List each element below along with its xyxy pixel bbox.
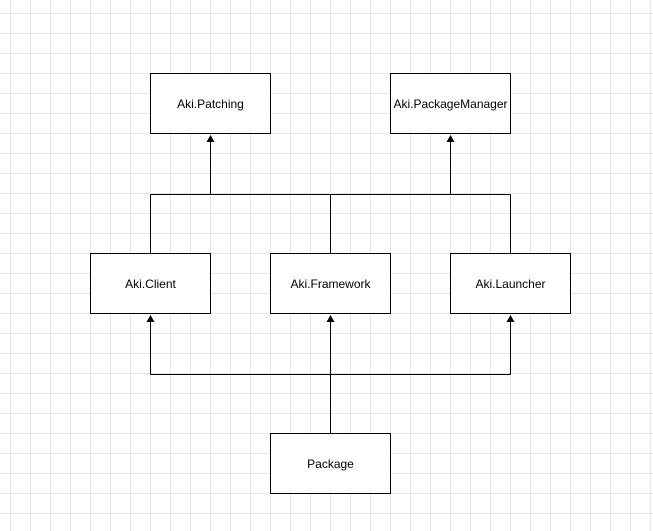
node-label: Aki.Patching [177,96,244,111]
node-label: Aki.Client [125,276,176,291]
node-aki-patching[interactable]: Aki.Patching [150,73,271,134]
node-label: Aki.Launcher [475,276,546,291]
node-label: Aki.PackageManager [393,96,508,111]
node-label: Package [307,456,354,471]
node-aki-launcher[interactable]: Aki.Launcher [450,253,571,314]
node-aki-framework[interactable]: Aki.Framework [270,253,391,314]
lower-connector [146,315,515,433]
node-label: Aki.Framework [290,276,371,291]
node-aki-client[interactable]: Aki.Client [90,253,211,314]
upper-connector [150,135,511,253]
node-package[interactable]: Package [270,433,391,494]
node-aki-packagemanager[interactable]: Aki.PackageManager [390,73,511,134]
